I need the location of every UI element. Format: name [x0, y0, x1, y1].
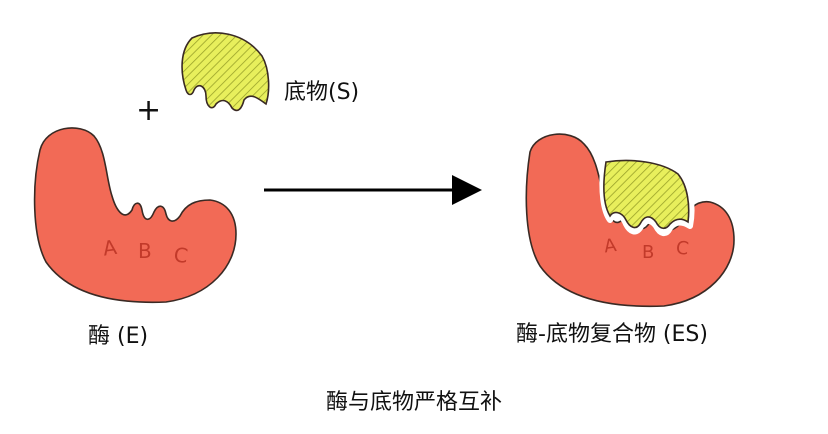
- complex-site-label-b: B: [642, 242, 654, 263]
- bound-substrate-shape: [603, 159, 690, 230]
- complex-site-label-a: A: [603, 235, 619, 258]
- substrate-shape: [181, 32, 270, 112]
- diagram-caption: 酶与底物严格互补: [326, 390, 503, 415]
- plus-sign: +: [136, 93, 162, 128]
- site-label-b: B: [138, 239, 152, 263]
- site-label-c: C: [172, 242, 189, 268]
- complex-site-label-c: C: [675, 237, 690, 260]
- site-label-a: A: [101, 235, 118, 261]
- enzyme-label: 酶 (E): [88, 324, 149, 349]
- complex-label: 酶-底物复合物 (ES): [516, 322, 708, 347]
- enzyme-shape: [33, 127, 237, 304]
- substrate-label: 底物(S): [284, 80, 360, 105]
